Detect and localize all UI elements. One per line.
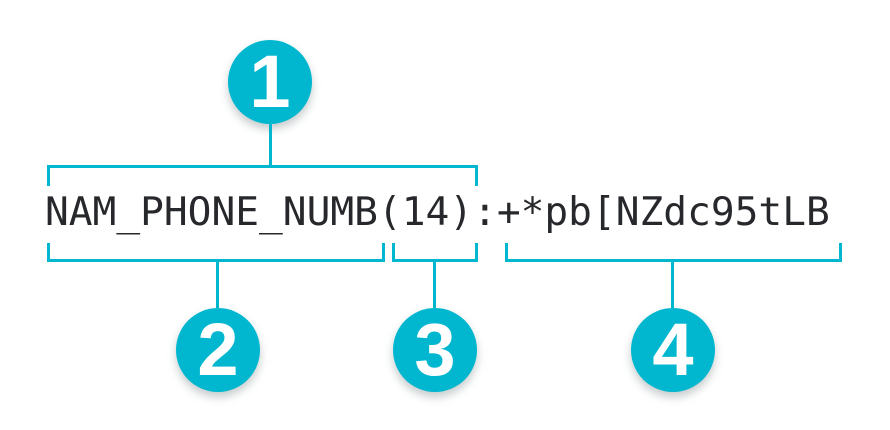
callout-1-bracket [47, 165, 478, 186]
callout-2-badge: 2 [176, 308, 260, 392]
callout-4-number: 4 [652, 308, 694, 391]
callout-2-connector-line [216, 260, 219, 308]
callout-4-badge: 4 [631, 308, 715, 392]
callout-3-number: 3 [414, 308, 456, 391]
callout-1-badge: 1 [228, 40, 312, 124]
token-string: NAM_PHONE_NUMB(14):+*pb[NZdc95tLB [45, 189, 830, 235]
callout-1-connector-line [269, 124, 272, 168]
callout-2-number: 2 [197, 308, 239, 391]
callout-3-badge: 3 [393, 308, 477, 392]
callout-4-connector-line [671, 260, 674, 308]
callout-1-number: 1 [249, 40, 291, 123]
callout-3-connector-line [433, 260, 436, 308]
